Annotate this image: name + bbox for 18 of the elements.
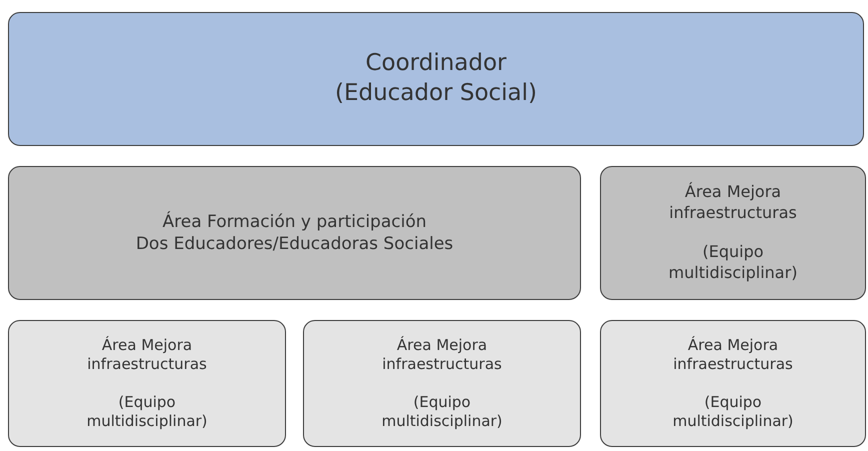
org-box [303,320,581,447]
box-heading: Área Formación y participación [162,210,426,233]
org-box [600,166,866,300]
org-box [8,320,286,447]
org-box [8,12,864,146]
box-subtitle: (Equipo multidisciplinar) [380,392,504,432]
org-box [600,320,866,447]
org-box [8,166,581,300]
box-subtitle: (Educador Social) [334,79,538,108]
box-heading: Área Mejora infraestructuras [672,336,794,374]
box-subtitle: (Equipo multidisciplinar) [672,392,794,432]
box-subtitle: (Equipo multidisciplinar) [668,242,798,284]
box-heading: Área Mejora infraestructuras [86,336,208,374]
box-subtitle: (Equipo multidisciplinar) [86,392,208,432]
box-heading: Coordinador [365,49,507,78]
box-heading: Área Mejora infraestructuras [381,336,503,374]
box-heading: Área Mejora infraestructuras [668,182,798,224]
box-subtitle: Dos Educadores/Educadoras Sociales [136,233,454,256]
